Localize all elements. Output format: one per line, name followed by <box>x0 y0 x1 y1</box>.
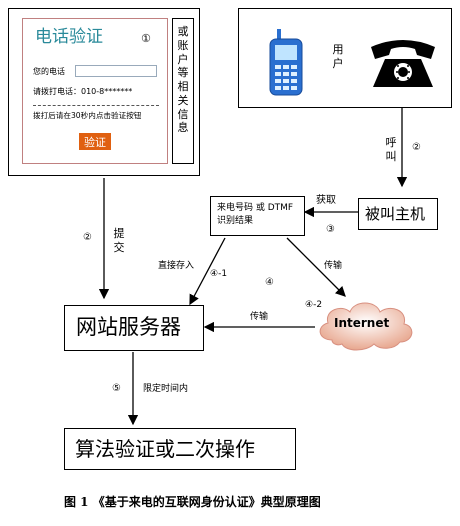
internet-cloud-icon <box>319 302 413 351</box>
limit-time-label: 限定时间内 <box>143 384 189 394</box>
transfer-label-2: 传输 <box>250 312 269 322</box>
call-step-number: ② <box>412 142 421 153</box>
transfer-step-number-2: ④-2 <box>305 300 323 310</box>
dashed-divider <box>33 105 159 106</box>
dial-instruction: 请拨打电话：010-8******* <box>33 87 133 96</box>
website-server-label: 网站服务器 <box>76 315 181 339</box>
called-host-label: 被叫主机 <box>365 205 426 223</box>
phone-label: 您的电话 <box>33 67 65 76</box>
call-label: 呼叫 <box>385 136 397 163</box>
caller-result-label: 来电号码 或 DTMF 识别结果 <box>217 203 294 227</box>
side-info-text: 或账户等相关信息 <box>177 25 189 135</box>
submit-step-number: ② <box>83 232 92 243</box>
verify-button[interactable]: 验证 <box>79 133 111 150</box>
transfer-label-1: 传输 <box>324 261 343 271</box>
phone-verification-panel: 电话验证 ① 您的电话 请拨打电话：010-8******* 拨打后请在30秒内… <box>22 18 168 164</box>
direct-store-arrow <box>189 237 226 306</box>
user-panel: 用户 <box>238 8 452 108</box>
get-step-number: ③ <box>326 224 335 235</box>
figure-caption: 图 1 《基于来电的互联网身份认证》典型原理图 <box>64 495 321 509</box>
algorithm-node: 算法验证或二次操作 <box>64 428 296 470</box>
website-server-node: 网站服务器 <box>64 305 204 351</box>
panel-step-number: ① <box>141 32 151 45</box>
algorithm-label: 算法验证或二次操作 <box>75 437 255 461</box>
to-internet-arrow <box>286 237 346 297</box>
direct-store-label: 直接存入 <box>158 261 195 271</box>
mobile-phone-icon <box>269 29 303 96</box>
side-info-box: 或账户等相关信息 <box>172 18 194 164</box>
desk-telephone-icon <box>371 40 435 87</box>
get-label: 获取 <box>316 195 336 206</box>
verify-instruction: 拨打后请在30秒内点击验证按钮 <box>33 111 142 120</box>
submit-label: 提交 <box>113 227 125 254</box>
direct-store-number: ④-1 <box>210 269 228 279</box>
panel-title: 电话验证 <box>35 27 103 47</box>
mid-step-number: ④ <box>265 277 274 288</box>
limit-step-number: ⑤ <box>112 383 121 394</box>
caller-result-node: 来电号码 或 DTMF 识别结果 <box>210 196 305 236</box>
user-label: 用户 <box>332 43 344 70</box>
called-host-node: 被叫主机 <box>358 198 438 230</box>
internet-label: Internet <box>334 316 390 330</box>
phone-input[interactable] <box>75 65 157 77</box>
